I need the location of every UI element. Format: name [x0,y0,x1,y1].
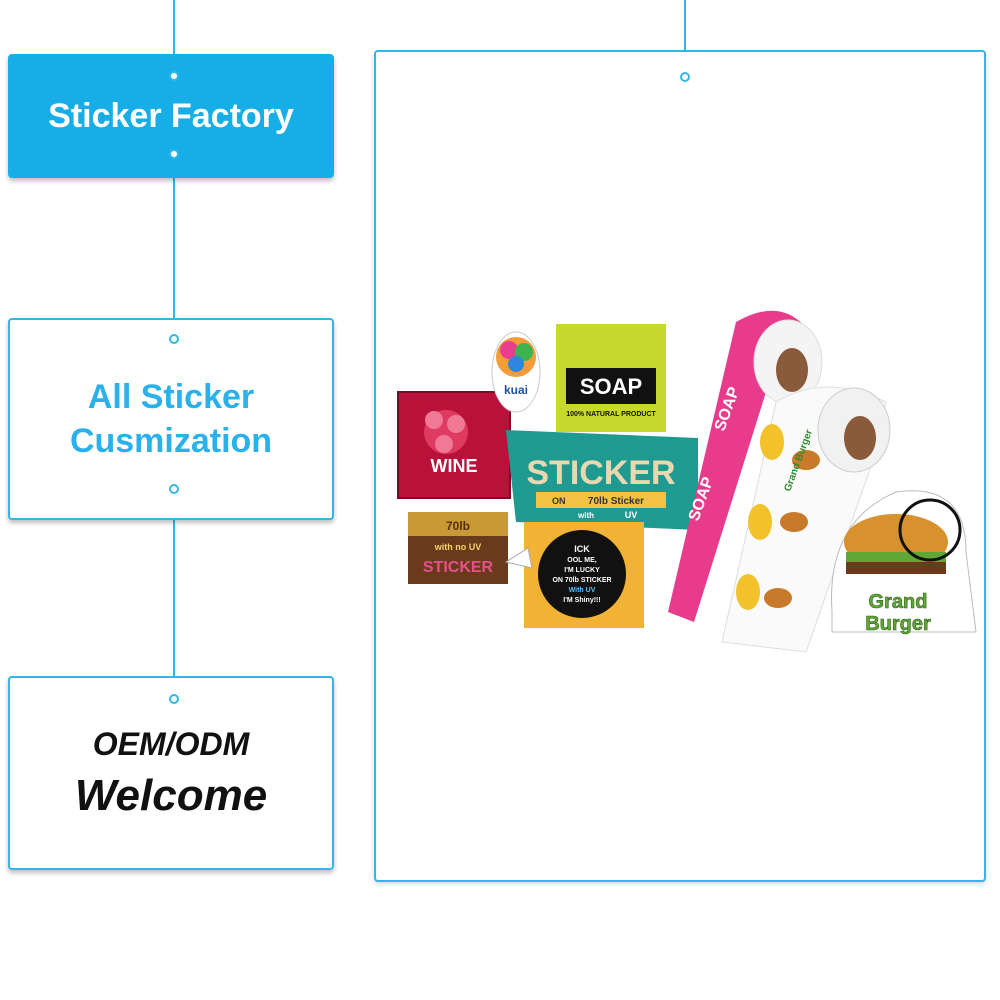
svg-text:STICKER: STICKER [423,559,494,576]
svg-text:I'M Shiny!!!: I'M Shiny!!! [563,597,600,604]
svg-text:with no UV: with no UV [434,542,482,552]
connector-line-2-3 [173,490,175,696]
connector-dot [169,334,179,344]
svg-text:UV: UV [625,510,638,520]
wine-sticker: WINE [397,391,511,499]
connector-line-1-2 [173,156,175,338]
connector-dot [169,71,179,81]
sticker-teal: STICKER ON 70lb Sticker with UV [506,430,698,530]
grand-burger-sticker: Grand Burger [831,490,977,635]
svg-text:70lb: 70lb [446,519,470,533]
svg-text:ON 70lb STICKER: ON 70lb STICKER [552,577,611,584]
step-title: Sticker Factory [48,96,294,135]
svg-text:I'M LUCKY: I'M LUCKY [564,567,600,574]
svg-text:WINE: WINE [431,456,478,476]
soap-sticker: SOAP 100% NATURAL PRODUCT [556,324,666,432]
step-title-line1: OEM/ODM [92,725,250,762]
connector-dot [680,72,690,82]
svg-text:with: with [577,511,594,520]
svg-text:kuai: kuai [504,383,528,397]
sticker-small-brown: 70lb with no UV STICKER [408,512,508,584]
burger-roll: Grand Burger [721,386,891,653]
connector-dot [169,484,179,494]
svg-text:Grand: Grand [869,591,928,613]
svg-text:70lb Sticker: 70lb Sticker [588,496,644,507]
step-card-oem-odm: OEM/ODM Welcome [8,676,334,870]
svg-text:With UV: With UV [569,587,596,594]
step-title-line2: Welcome [74,770,268,820]
svg-text:Burger: Burger [865,613,931,635]
svg-text:SOAP: SOAP [580,374,642,399]
svg-text:ON: ON [552,496,566,506]
svg-text:STICKER: STICKER [526,454,675,492]
step-title-line1: All Sticker [87,378,255,416]
product-image-frame: WINE kuai SOAP 100% NATURAL PRODUCT STIC… [374,50,986,882]
connector-line-right-top [684,0,686,74]
product-image: WINE kuai SOAP 100% NATURAL PRODUCT STIC… [397,310,977,653]
svg-text:100% NATURAL PRODUCT: 100% NATURAL PRODUCT [566,411,656,418]
kuai-sticker: kuai [491,331,541,413]
svg-text:ICK: ICK [574,544,590,554]
step-title-line2: Cusmization [69,422,273,460]
sticker-black-yellow: ICK OOL ME, I'M LUCKY ON 70lb STICKER Wi… [504,522,644,628]
svg-text:OOL ME,: OOL ME, [567,557,596,564]
connector-line-top [173,0,175,78]
connector-dot [169,149,179,159]
connector-dot [169,694,179,704]
